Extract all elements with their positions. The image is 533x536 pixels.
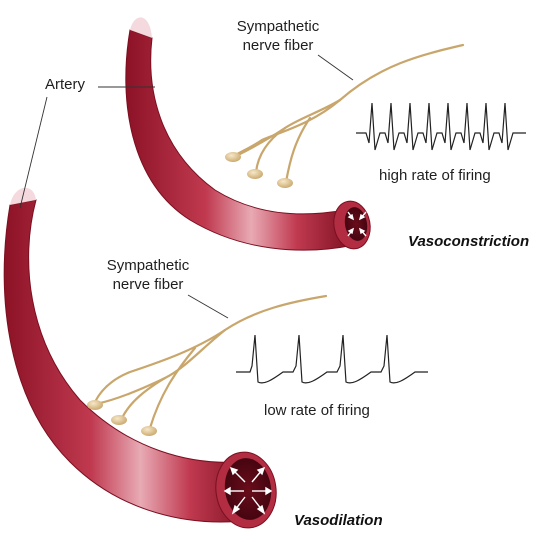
high-rate-trace	[356, 102, 526, 151]
nerve-fiber-top-line1: Sympathetic	[236, 18, 320, 35]
nerve-fiber-top-label: Sympathetic nerve fiber	[228, 17, 328, 55]
low-rate-label: low rate of firing	[264, 402, 370, 419]
nerve-terminals-bottom	[87, 400, 157, 436]
artery-top-fade	[130, 17, 152, 38]
nerve-terminals-top	[225, 152, 293, 188]
inward-arrows-icon	[347, 211, 367, 237]
vasoconstriction-label: Vasoconstriction	[408, 233, 530, 250]
artery-top-body	[125, 29, 355, 251]
nerve-fiber-bottom-line2: nerve fiber	[112, 276, 184, 293]
nerve-fiber-top-line2: nerve fiber	[242, 37, 314, 54]
leader-lines	[19, 54, 354, 319]
artery-dilated	[3, 187, 277, 529]
artery-leader-bottom	[19, 96, 48, 209]
nerve-top-leader	[317, 54, 354, 81]
low-rate-trace	[236, 334, 428, 384]
nerve-fiber-bottom-line1: Sympathetic	[106, 257, 190, 274]
outward-arrows-icon	[223, 466, 273, 515]
high-rate-label: high rate of firing	[379, 167, 491, 184]
nerve-fiber-bottom-label: Sympathetic nerve fiber	[98, 256, 198, 294]
artery-constricted	[125, 17, 371, 251]
nerve-fiber-top	[232, 43, 465, 184]
artery-label: Artery	[45, 76, 86, 93]
vasodilation-label: Vasodilation	[294, 512, 383, 529]
artery-bottom-body	[3, 199, 253, 523]
nerve-bottom-leader	[187, 294, 229, 319]
